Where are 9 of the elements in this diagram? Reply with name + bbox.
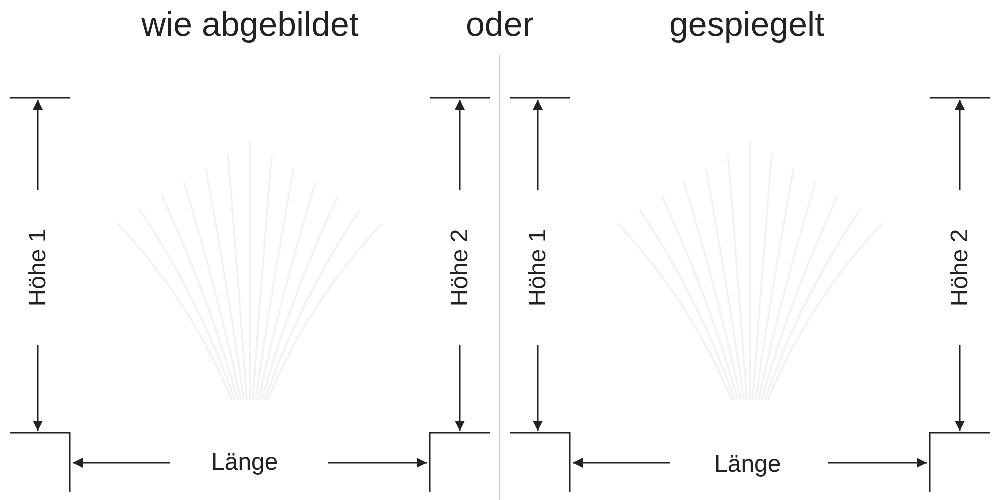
dimension-label: Höhe 1 [526, 229, 550, 307]
heading: oder [466, 8, 534, 42]
dimension-label: Höhe 2 [448, 229, 472, 307]
dimension-label: Länge [212, 451, 278, 475]
dimension-label: Höhe 2 [948, 229, 972, 307]
dimension-label: Höhe 1 [26, 229, 50, 307]
dimension-label: Länge [714, 453, 782, 477]
heading: gespiegelt [670, 8, 825, 42]
heading: wie abgebildet [142, 8, 359, 42]
